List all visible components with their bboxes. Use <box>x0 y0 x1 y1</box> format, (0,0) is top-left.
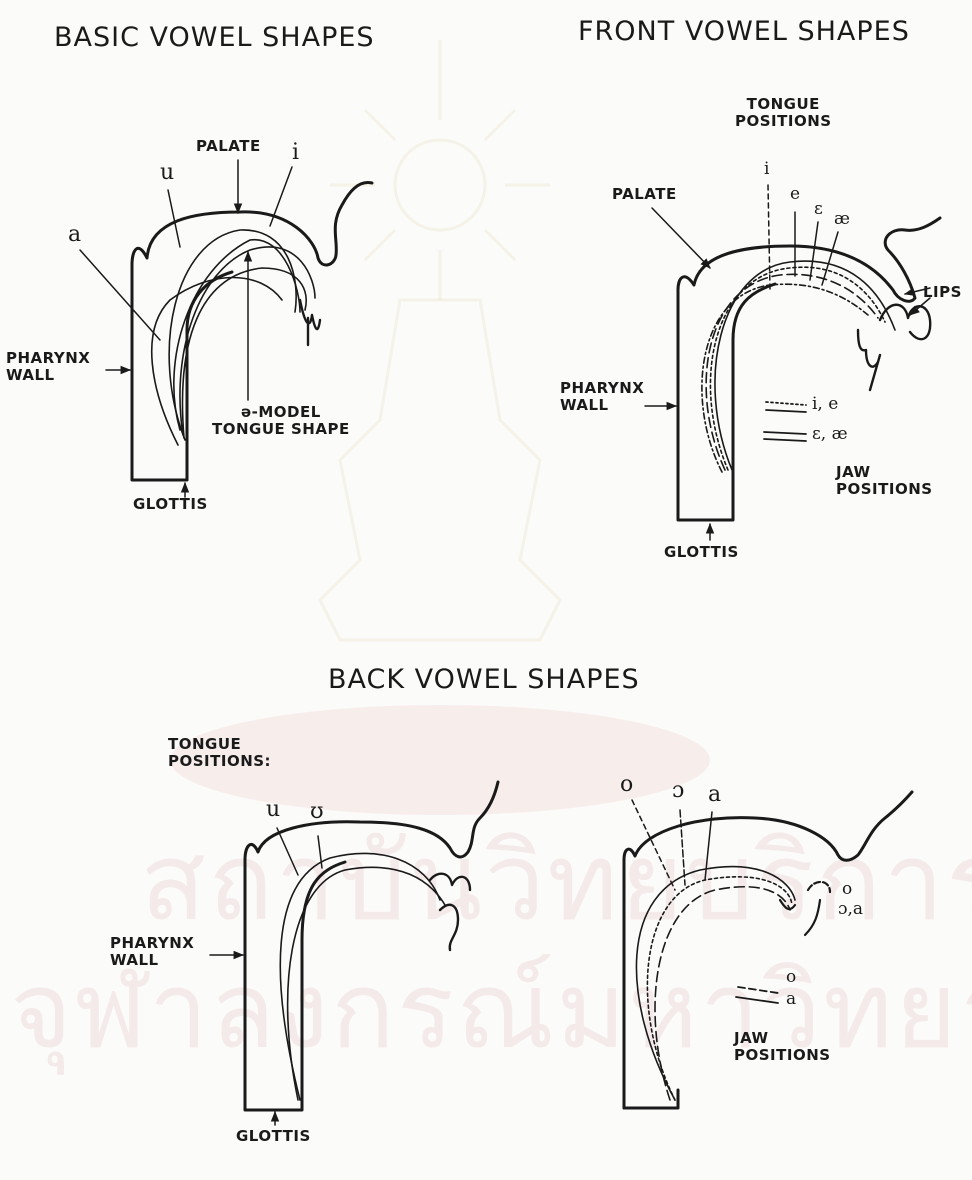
back-jaw-legend-o: o <box>786 968 796 988</box>
front-glottis-label: GLOTTIS <box>664 544 739 561</box>
back-vowel-upsilon: ʊ <box>310 799 324 824</box>
back-left-tongue-curves <box>280 853 445 1100</box>
basic-lips <box>300 300 320 345</box>
basic-glottis-label: GLOTTIS <box>133 496 208 513</box>
back-glottis-label: GLOTTIS <box>236 1128 311 1145</box>
front-vowel-e: e <box>790 185 800 205</box>
basic-vowel-a: a <box>68 222 81 247</box>
back-right-tongue-curves <box>636 867 795 1100</box>
back-lip-label-open-o-a: ɔ,a <box>838 900 863 920</box>
back-vowel-o: o <box>620 772 633 797</box>
front-lips <box>858 305 930 390</box>
back-title: BACK VOWEL SHAPES <box>328 664 640 695</box>
front-title: FRONT VOWEL SHAPES <box>578 16 910 47</box>
back-left-lips <box>430 874 470 950</box>
basic-vowel-i: i <box>292 140 299 165</box>
front-vowel-i: i <box>764 160 769 180</box>
front-palate-label: PALATE <box>612 186 677 203</box>
front-jaw-legend-epsilon-ae: ɛ, æ <box>812 425 848 445</box>
front-jaw-legend-ie: i, e <box>812 395 838 415</box>
basic-vowel-u: u <box>160 160 174 185</box>
back-right-jaw-legend <box>736 987 778 1003</box>
front-vowel-epsilon: ɛ <box>814 200 823 220</box>
back-right-lips <box>780 882 830 935</box>
front-lips-label: LIPS <box>923 284 962 301</box>
basic-palate-label: PALATE <box>196 138 261 155</box>
back-lip-label-o: o <box>842 880 852 900</box>
back-jaw-legend-a: a <box>786 990 796 1010</box>
front-vowel-ae: æ <box>834 210 850 230</box>
basic-title: BASIC VOWEL SHAPES <box>54 22 375 53</box>
back-vowel-open-o: ɔ <box>672 778 684 803</box>
back-vowel-u: u <box>266 797 280 822</box>
back-vowel-a: a <box>708 782 721 807</box>
front-jaw-legend <box>764 402 806 441</box>
back-left-vocal-tract <box>245 782 498 1110</box>
back-left-arrows <box>210 828 322 1125</box>
